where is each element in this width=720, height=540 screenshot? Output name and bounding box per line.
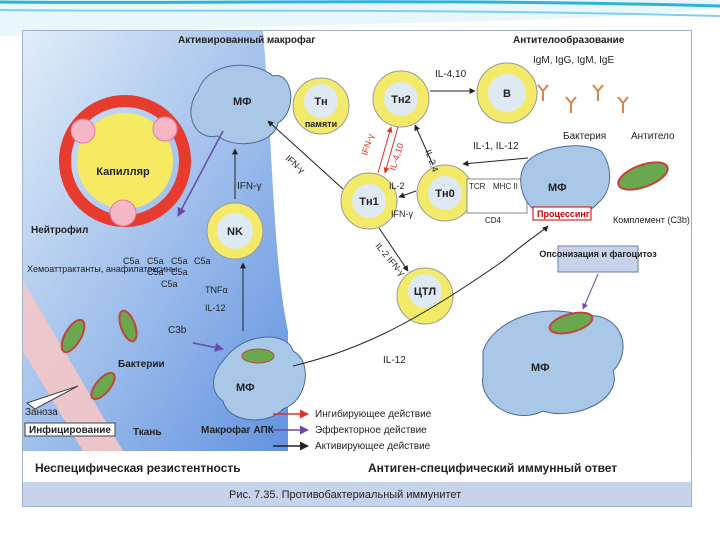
svg-text:памяти: памяти bbox=[305, 119, 337, 129]
phagocytosing-macrophage bbox=[482, 310, 624, 416]
splinter-label: Заноза bbox=[25, 407, 58, 418]
antibodies bbox=[537, 84, 629, 113]
presenting-macrophage bbox=[520, 145, 611, 217]
opsonization-label: Опсонизация и фагоцитоз bbox=[539, 249, 657, 259]
complement-label: Комплемент (C3b) bbox=[613, 215, 690, 225]
svg-text:NK: NK bbox=[227, 226, 243, 238]
c3b-label: C3b bbox=[168, 325, 187, 336]
svg-text:C5a: C5a bbox=[194, 256, 211, 266]
phagocytosed-bacterium bbox=[548, 311, 594, 335]
th1-inhibit-th2-arrow bbox=[377, 126, 393, 174]
opsonization-arrow bbox=[582, 273, 599, 310]
caption-bar bbox=[23, 482, 691, 506]
th1-cell: Тн1 bbox=[340, 172, 398, 230]
svg-text:C5a: C5a bbox=[171, 256, 188, 266]
tissue-label: Ткань bbox=[133, 427, 161, 438]
il-12-low: IL-12 bbox=[383, 355, 406, 366]
opsonization-box bbox=[557, 245, 639, 273]
activated-macrophage-label: Активированный макрофаг bbox=[178, 34, 315, 46]
svg-text:C5a: C5a bbox=[147, 267, 164, 277]
antibody-label: Антитело bbox=[631, 131, 675, 142]
th0-to-th1-arrow bbox=[398, 190, 417, 199]
c5a-labels: C5a C5a C5a C5a C5a C5a C5a bbox=[123, 256, 211, 289]
svg-text:C5a: C5a bbox=[123, 256, 140, 266]
mf-effector-arrow bbox=[177, 130, 224, 217]
tnf-label: TNFα bbox=[205, 285, 228, 295]
tcr-label: TCR bbox=[469, 182, 486, 191]
b-cell: B bbox=[476, 62, 538, 124]
nk-cell: NK bbox=[206, 202, 264, 260]
svg-text:ЦТЛ: ЦТЛ bbox=[414, 286, 436, 298]
svg-text:Тн2: Тн2 bbox=[391, 94, 410, 106]
th2-cell: Тн2 bbox=[372, 70, 430, 128]
ifn-gamma-diag: IFN-γ bbox=[284, 153, 307, 175]
svg-text:C5a: C5a bbox=[171, 267, 188, 277]
immune-diagram: Капилляр Нейтрофил C5a C5a C5a C5a C5a C… bbox=[23, 31, 691, 506]
svg-text:C5a: C5a bbox=[147, 256, 164, 266]
legend-inhibit: Ингибирующее действие bbox=[315, 408, 432, 420]
section-right: Антиген-специфический иммунный ответ bbox=[368, 461, 617, 475]
capillary-label: Капилляр bbox=[96, 166, 150, 178]
legend-effector: Эффекторное действие bbox=[315, 424, 427, 436]
infection-box bbox=[24, 422, 116, 437]
th1-to-ctl-arrow bbox=[378, 227, 409, 272]
th1-to-mf-arrow bbox=[267, 120, 344, 190]
apc-to-presenting-arrow bbox=[292, 225, 549, 367]
il-1-12-label: IL-1, IL-12 bbox=[473, 141, 519, 152]
il-4-10-red: IL-4,10 bbox=[387, 142, 405, 172]
th2-inhibit-th1-arrow bbox=[383, 126, 399, 174]
svg-text:B: B bbox=[503, 88, 511, 100]
skin-layer bbox=[23, 281, 123, 451]
svg-text:Тн0: Тн0 bbox=[435, 188, 454, 200]
splinter bbox=[25, 385, 79, 410]
il2-label: IL-2 bbox=[389, 181, 405, 191]
ctl-cell: ЦТЛ bbox=[396, 267, 454, 325]
mf-to-th0-arrow bbox=[462, 157, 529, 167]
cd4-label: CD4 bbox=[485, 216, 502, 225]
presenting-mf-label: МФ bbox=[548, 182, 567, 194]
slide-header-swoosh bbox=[0, 0, 720, 36]
il-4-10-top: IL-4,10 bbox=[435, 69, 467, 80]
phago-mf-label: МФ bbox=[531, 362, 550, 374]
processing-label: Процессинг bbox=[537, 209, 590, 219]
engulfed-bacterium bbox=[241, 348, 275, 364]
th0-to-th2-arrow bbox=[414, 124, 434, 166]
memory-th-cell: Тн памяти bbox=[292, 77, 350, 135]
ifn-gamma-mid: IFN-γ bbox=[391, 209, 413, 219]
il12-label: IL-12 bbox=[205, 303, 226, 313]
svg-text:Тн: Тн bbox=[314, 96, 327, 108]
antibody-production: Антителообразование bbox=[513, 34, 625, 46]
infection-label: Инфицирование bbox=[29, 424, 111, 436]
th0-cell: Тн0 bbox=[416, 164, 474, 222]
bacteria-group bbox=[60, 309, 138, 401]
c3b-effector-arrow bbox=[192, 342, 224, 352]
il24-label: IL-2,4 bbox=[423, 148, 440, 173]
ig-classes: IgM, IgG, IgM, IgE bbox=[533, 55, 614, 66]
activated-macrophage bbox=[190, 64, 292, 145]
il2-ifn-label: IL-2 IFN-γ bbox=[373, 241, 407, 278]
ifn-gamma-vert: IFN-γ bbox=[237, 181, 261, 192]
neutrophil-label: Нейтрофил bbox=[31, 224, 88, 236]
macrophage-apc bbox=[213, 336, 306, 421]
figure-frame: Капилляр Нейтрофил C5a C5a C5a C5a C5a C… bbox=[22, 30, 692, 507]
mhc-label: MHC II bbox=[493, 182, 518, 191]
section-bar bbox=[23, 456, 691, 480]
activated-mf-label: МФ bbox=[233, 96, 252, 108]
processing-box bbox=[532, 206, 592, 221]
capillary: Капилляр bbox=[59, 95, 191, 227]
opsonized-bacterium bbox=[617, 161, 669, 191]
ifn-gamma-red: IFN-γ bbox=[359, 132, 375, 156]
bacteria-label: Бактерии bbox=[118, 359, 165, 370]
macrophage-apc-label: Макрофаг АПК bbox=[201, 424, 275, 436]
svg-text:C5a: C5a bbox=[161, 279, 178, 289]
svg-text:Тн1: Тн1 bbox=[359, 196, 378, 208]
apc-mf-label: МФ bbox=[236, 382, 255, 394]
figure-caption: Рис. 7.35. Противобактериальный иммуните… bbox=[229, 489, 461, 501]
legend-activate: Активирующее действие bbox=[315, 441, 431, 452]
chemoattractants-label: Хемоаттрактанты, анафилатоксины bbox=[27, 264, 177, 274]
bacterium-label: Бактерия bbox=[563, 131, 606, 142]
section-left: Неспецифическая резистентность bbox=[35, 461, 241, 475]
legend: Ингибирующее действие Эффекторное действ… bbox=[273, 408, 432, 452]
